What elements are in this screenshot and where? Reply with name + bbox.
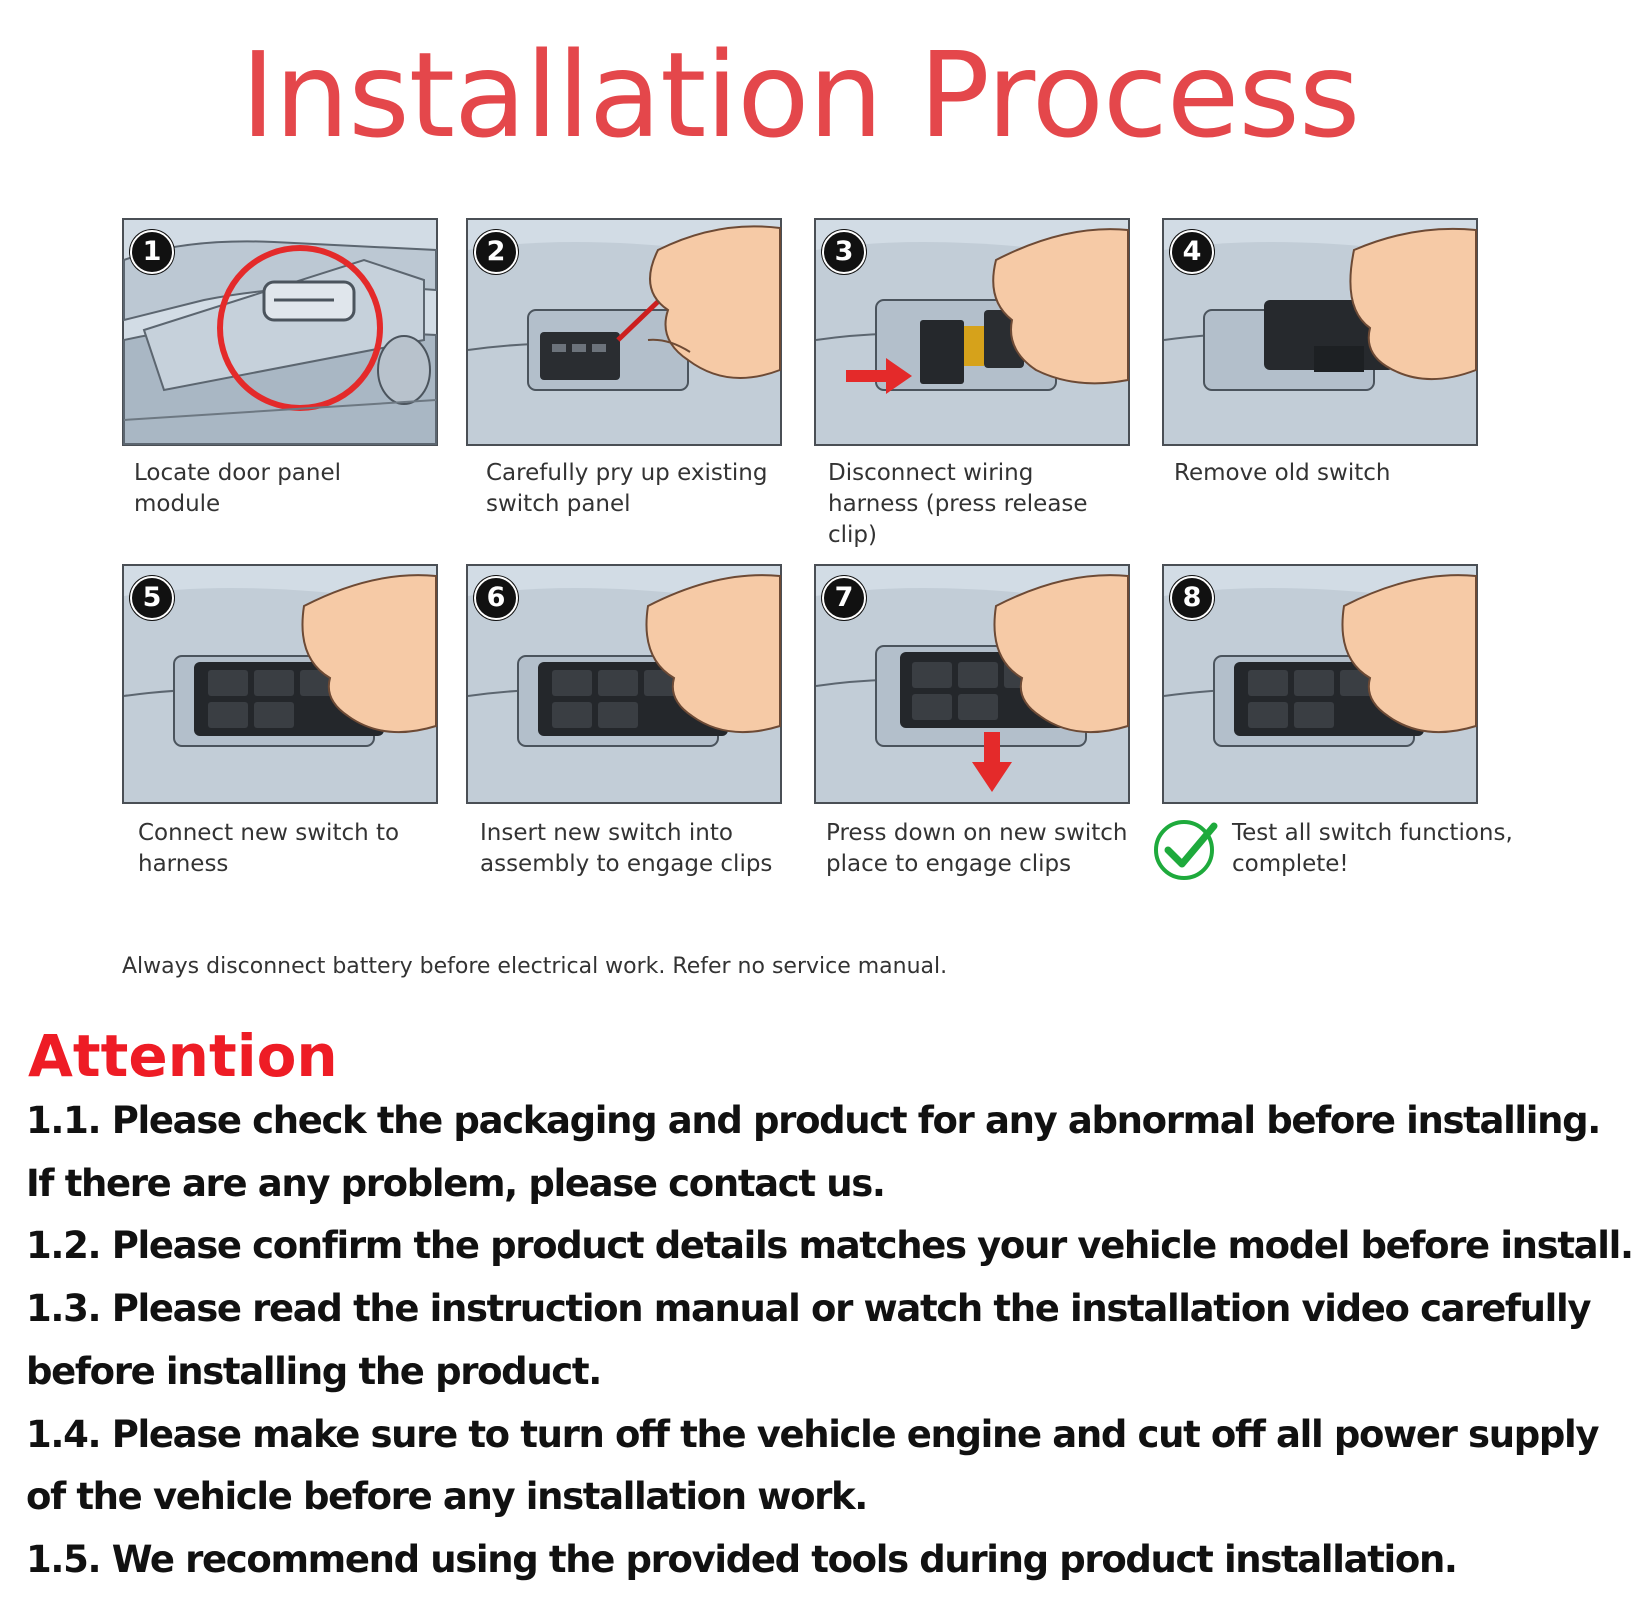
step-2-caption: Carefully pry up existing switch panel <box>486 460 768 517</box>
step-4-number-badge: 4 <box>1170 230 1214 274</box>
attention-heading: Attention <box>28 1022 338 1090</box>
attention-line: 1.5. We recommend using the provided too… <box>26 1537 1458 1581</box>
step-6-number-badge: 6 <box>474 576 518 620</box>
step-6-caption: Insert new switch into assembly to engag… <box>480 820 773 877</box>
step-7-illustration: 7 <box>814 564 1130 804</box>
step-2: 2 Carefully pry up existing switch panel <box>466 218 782 517</box>
step-4: 4 Remove old switch <box>1162 218 1478 486</box>
attention-list: 1.1. Please check the packaging and prod… <box>26 1090 1633 1592</box>
page-title: Installation Process <box>240 26 1361 164</box>
step-8-number-badge: 8 <box>1170 576 1214 620</box>
step-1: 1 Locate door panel module <box>122 218 438 517</box>
step-2-number-badge: 2 <box>474 230 518 274</box>
step-1-caption: Locate door panel module <box>134 460 342 517</box>
step-8-caption: Test all switch functions, complete! <box>1232 820 1513 877</box>
step-4-caption: Remove old switch <box>1174 460 1391 486</box>
attention-line: If there are any problem, please contact… <box>26 1161 886 1205</box>
step-4-illustration: 4 <box>1162 218 1478 446</box>
step-5: 5 Connect new switch to harness <box>122 564 438 877</box>
step-8: 8 Test all switch functions, complete! <box>1154 564 1513 880</box>
step-2-illustration: 2 <box>466 218 782 446</box>
step-3-number-badge: 3 <box>822 230 866 274</box>
step-1-illustration: 1 <box>122 218 438 446</box>
attention-line: before installing the product. <box>26 1349 602 1393</box>
attention-line: of the vehicle before any installation w… <box>26 1475 868 1519</box>
attention-line: 1.2. Please confirm the product details … <box>26 1224 1633 1268</box>
step-8-illustration: 8 <box>1162 564 1478 804</box>
step-5-caption: Connect new switch to harness <box>138 820 400 877</box>
step-3-caption: Disconnect wiring harness (press release… <box>828 460 1088 548</box>
checkmark-icon <box>1154 820 1218 880</box>
attention-line: 1.4. Please make sure to turn off the ve… <box>26 1412 1599 1456</box>
safety-footnote: Always disconnect battery before electri… <box>122 954 948 979</box>
step-6-illustration: 6 <box>466 564 782 804</box>
step-7: 7 Press down on new switch place to enga… <box>814 564 1130 877</box>
step-3: 3 Disconnect wiring harness (press relea… <box>814 218 1130 548</box>
step-5-number-badge: 5 <box>130 576 174 620</box>
step-7-number-badge: 7 <box>822 576 866 620</box>
step-6: 6 Insert new switch into assembly to eng… <box>466 564 782 877</box>
attention-line: 1.3. Please read the instruction manual … <box>26 1287 1591 1331</box>
step-1-number-badge: 1 <box>130 230 174 274</box>
step-3-illustration: 3 <box>814 218 1130 446</box>
step-5-illustration: 5 <box>122 564 438 804</box>
step-7-caption: Press down on new switch place to engage… <box>826 820 1128 877</box>
attention-line: 1.1. Please check the packaging and prod… <box>26 1099 1601 1142</box>
